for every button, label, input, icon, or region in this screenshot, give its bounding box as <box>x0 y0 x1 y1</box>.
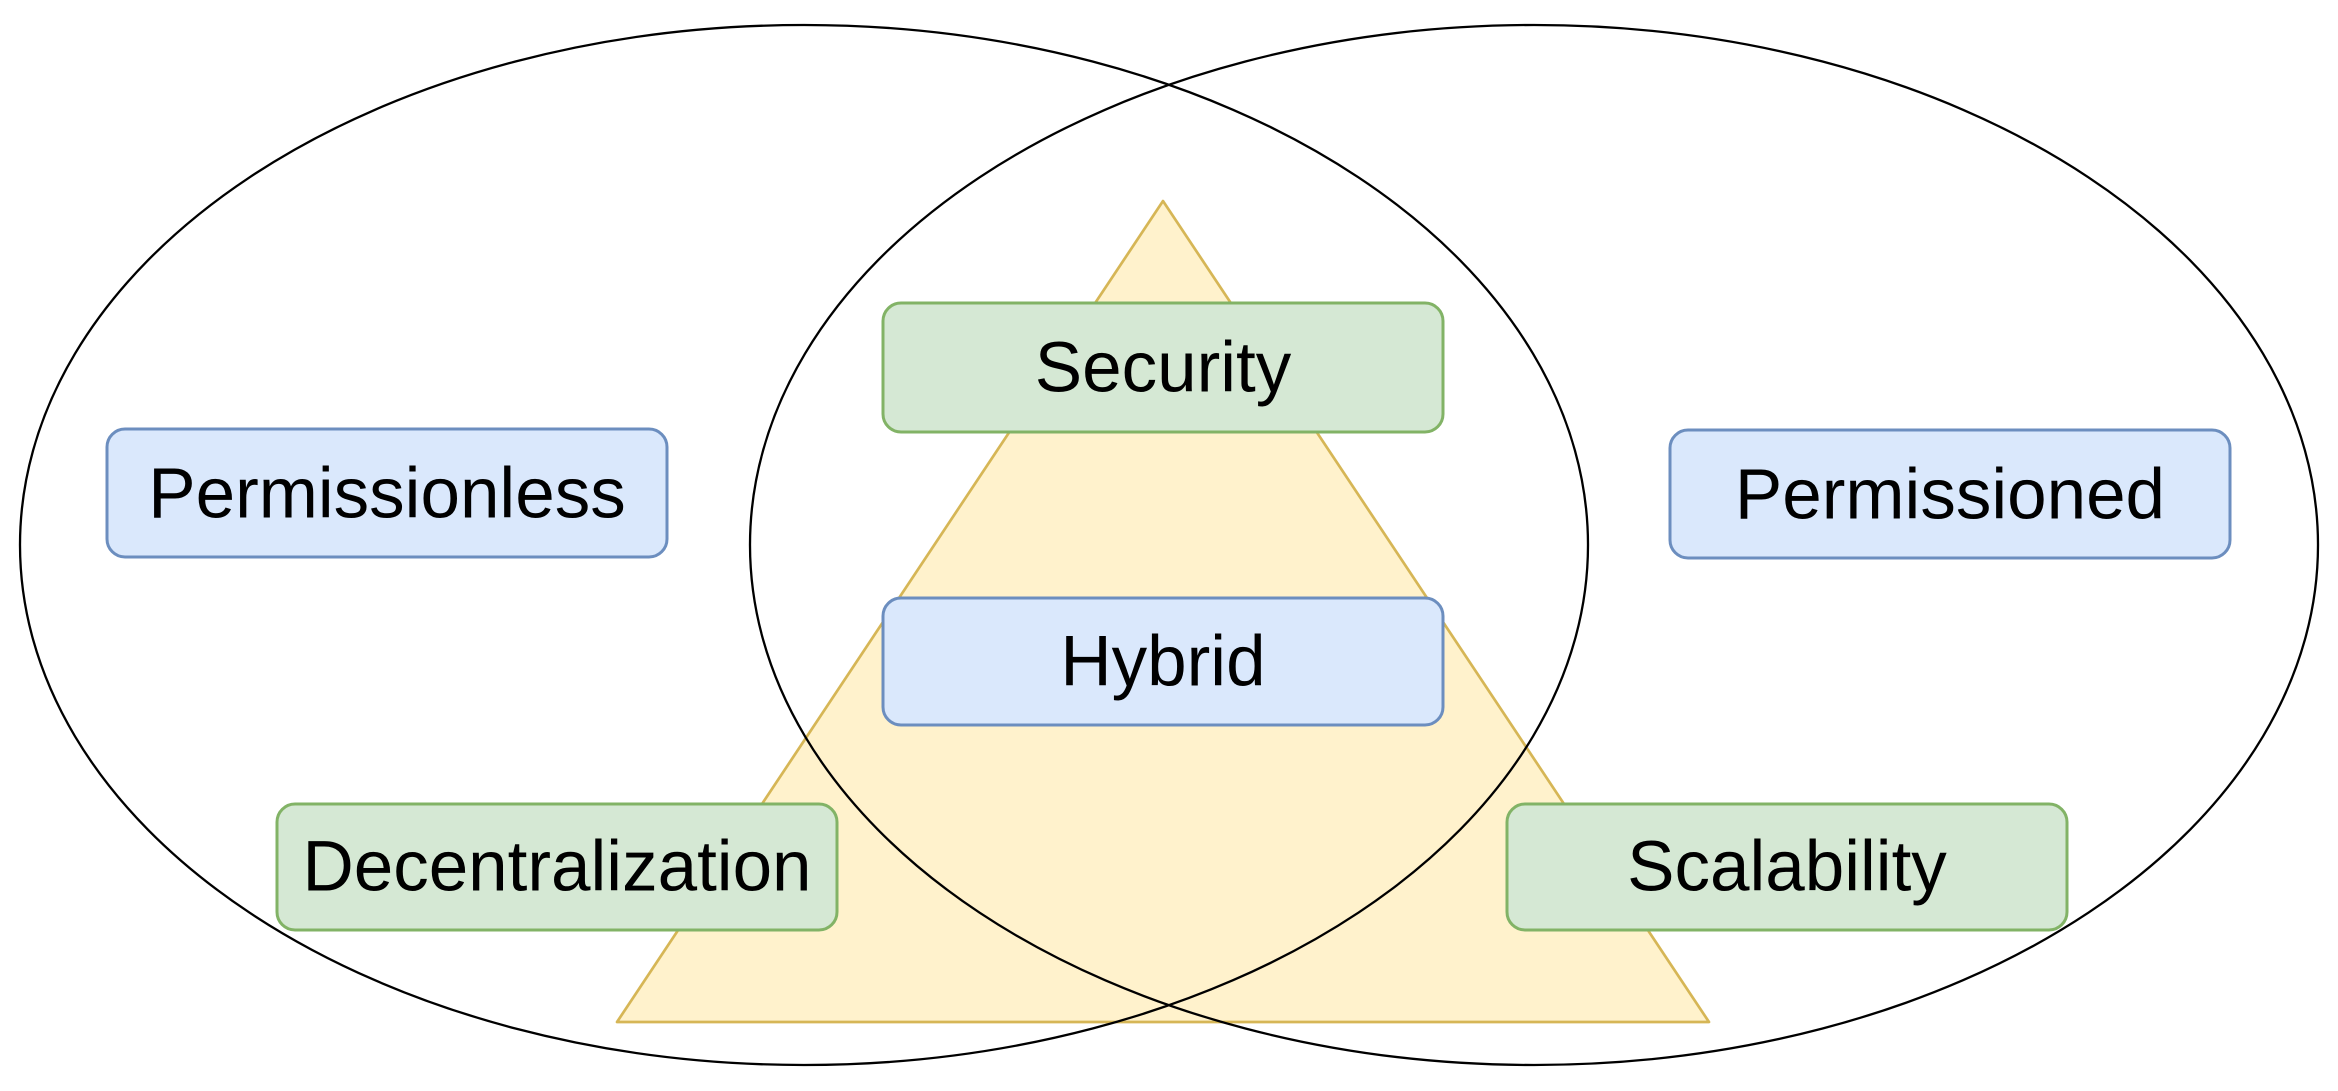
scalability-label: Scalability <box>1627 828 1947 907</box>
decentralization-label: Decentralization <box>302 828 811 907</box>
node-security: Security <box>881 301 1445 434</box>
permissionless-box <box>105 427 669 559</box>
permissioned-box <box>1668 428 2232 560</box>
permissioned-label: Permissioned <box>1735 456 2165 535</box>
security-label: Security <box>1035 329 1292 408</box>
node-permissionless: Permissionless <box>105 427 669 559</box>
node-decentralization: Decentralization <box>275 802 839 932</box>
hybrid-label: Hybrid <box>1060 623 1265 702</box>
right-ellipse <box>748 23 2320 1067</box>
left-ellipse <box>18 23 1590 1067</box>
security-box <box>881 301 1445 434</box>
hybrid-box <box>881 596 1445 727</box>
node-scalability: Scalability <box>1505 802 2069 932</box>
permissionless-label: Permissionless <box>148 455 625 534</box>
decentralization-box <box>275 802 839 932</box>
node-hybrid: Hybrid <box>881 596 1445 727</box>
scalability-box <box>1505 802 2069 932</box>
node-permissioned: Permissioned <box>1668 428 2232 560</box>
